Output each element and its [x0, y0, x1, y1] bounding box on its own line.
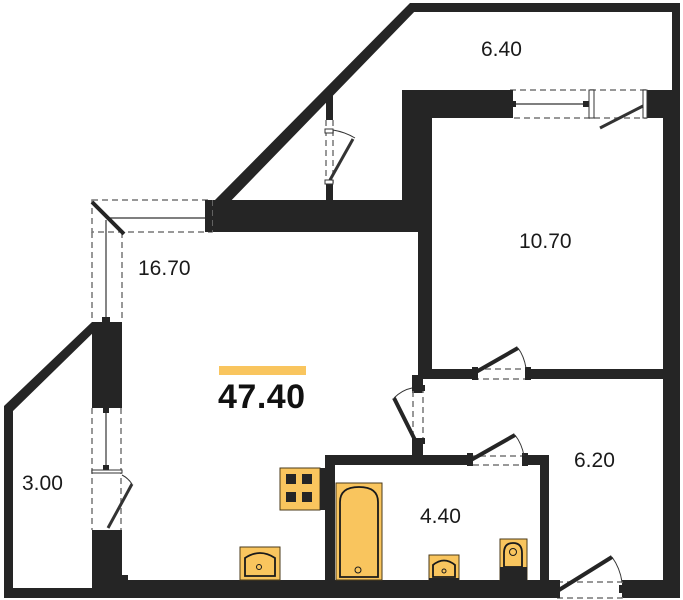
room-area-loggia-top: 6.40 [481, 38, 522, 61]
door-entrance[interactable] [554, 555, 624, 599]
bathroom-sink-icon [428, 554, 460, 581]
main-walls [92, 90, 680, 598]
room-area-bedroom: 10.70 [519, 230, 572, 253]
door-bedroom[interactable] [472, 346, 531, 380]
bathtub-icon [335, 482, 383, 581]
loggia-top-walls [212, 3, 680, 210]
kitchen-sink-icon [239, 546, 281, 581]
toilet-icon [499, 538, 528, 581]
door-hallway-side[interactable] [392, 385, 425, 444]
stove-icon [279, 467, 325, 511]
window-bedroom-top [508, 89, 648, 130]
room-area-living-kitchen: 16.70 [138, 257, 191, 280]
window-balcony-left [91, 408, 134, 530]
door-loggia-partition [324, 120, 356, 185]
total-area: 47.40 [218, 378, 306, 416]
room-area-hallway: 6.20 [574, 449, 615, 472]
room-area-bathroom: 4.40 [420, 505, 461, 528]
window-corner [90, 199, 213, 323]
balcony-left-walls [4, 322, 114, 598]
room-area-balcony-left: 3.00 [22, 472, 63, 495]
door-bathroom[interactable] [467, 433, 528, 466]
total-area-accent-bar [219, 366, 306, 375]
